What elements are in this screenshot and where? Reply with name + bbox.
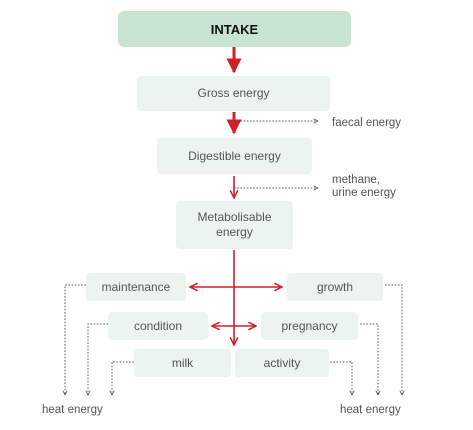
metabolisable-label-line2: energy (216, 225, 253, 239)
pregnancy-box: pregnancy (261, 312, 358, 340)
digestible-energy-box: Digestible energy (157, 138, 312, 174)
loss-arrows (65, 121, 402, 395)
milk-label: milk (171, 355, 194, 370)
methane-urine-label: methane, urine energy (332, 174, 396, 200)
main-flow-arrows (190, 47, 282, 345)
heat-energy-right-label: heat energy (340, 404, 401, 416)
faecal-energy-label: faecal energy (332, 117, 402, 129)
intake-box: INTAKE (118, 11, 351, 47)
condition-box: condition (108, 312, 208, 340)
methane-label-line1: methane, (332, 174, 380, 186)
pregnancy-label: pregnancy (281, 318, 338, 333)
digestible-energy-label: Digestible energy (188, 148, 281, 163)
maintenance-heat-arrow (65, 284, 86, 395)
growth-box: growth (287, 273, 383, 301)
methane-label-line2: urine energy (332, 187, 396, 199)
maintenance-box: maintenance (86, 273, 186, 301)
milk-box: milk (134, 349, 231, 377)
metabolisable-energy-box: Metabolisable energy (176, 201, 293, 249)
gross-energy-label: Gross energy (197, 86, 270, 100)
activity-label: activity (263, 355, 301, 370)
milk-heat-arrow (112, 361, 134, 395)
metabolisable-label-line1: Metabolisable (197, 210, 272, 224)
activity-heat-arrow (330, 361, 352, 395)
maintenance-label: maintenance (101, 279, 171, 294)
gross-energy-box: Gross energy (137, 76, 330, 111)
condition-label: condition (133, 318, 183, 333)
activity-box: activity (235, 349, 329, 377)
pregnancy-heat-arrow (360, 323, 378, 395)
condition-heat-arrow (88, 323, 108, 395)
growth-label: growth (316, 279, 354, 294)
growth-heat-arrow (385, 284, 402, 395)
heat-energy-left-label: heat energy (42, 404, 103, 416)
intake-label: INTAKE (210, 21, 259, 37)
